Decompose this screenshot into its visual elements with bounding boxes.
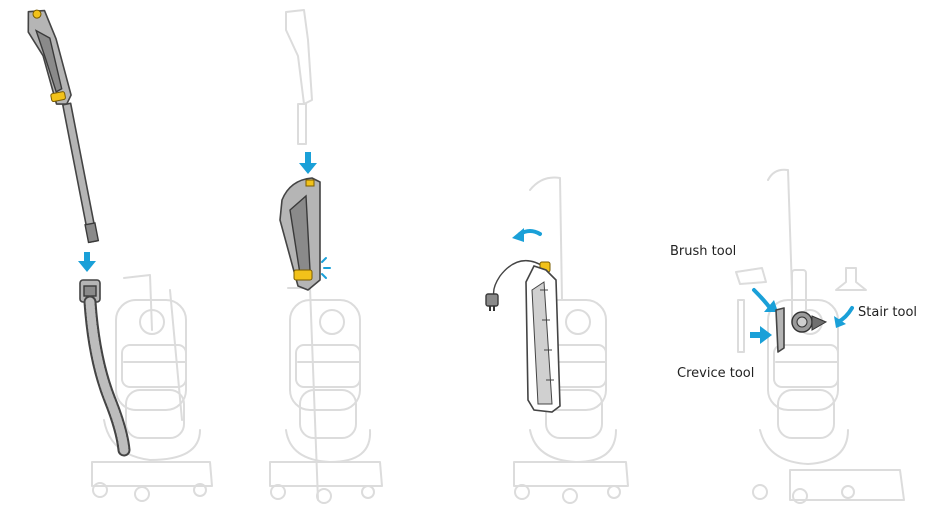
arrow-down-2 — [299, 152, 317, 174]
handle-2 — [279, 177, 321, 291]
brush-tool-label: Brush tool — [670, 244, 737, 259]
curved-arrow — [512, 228, 542, 242]
brush-tool-ghost — [735, 267, 767, 285]
crevice-tool-ghost — [737, 299, 745, 353]
arrow-brush — [752, 288, 778, 312]
arrow-down-1 — [78, 252, 96, 272]
step-3-release-cord — [485, 176, 629, 504]
step-2-attach-wand — [269, 9, 383, 504]
cord — [485, 259, 561, 413]
hose — [79, 279, 131, 457]
stored-tools — [775, 307, 828, 353]
vacuum-ghost-4 — [752, 168, 905, 504]
arrow-crevice — [750, 326, 772, 344]
handle-wand-1 — [27, 9, 100, 244]
stair-tool-label: Stair tool — [858, 305, 918, 320]
crevice-tool-label: Crevice tool — [677, 366, 755, 381]
click-indicator — [321, 257, 331, 279]
arrow-stair — [834, 306, 854, 328]
vacuum-ghost-1 — [91, 274, 213, 502]
stair-tool-ghost — [835, 267, 867, 291]
step-4-store-tools — [735, 168, 905, 504]
vacuum-ghost-2 — [269, 9, 383, 504]
step-1-detach-wand — [27, 9, 213, 502]
